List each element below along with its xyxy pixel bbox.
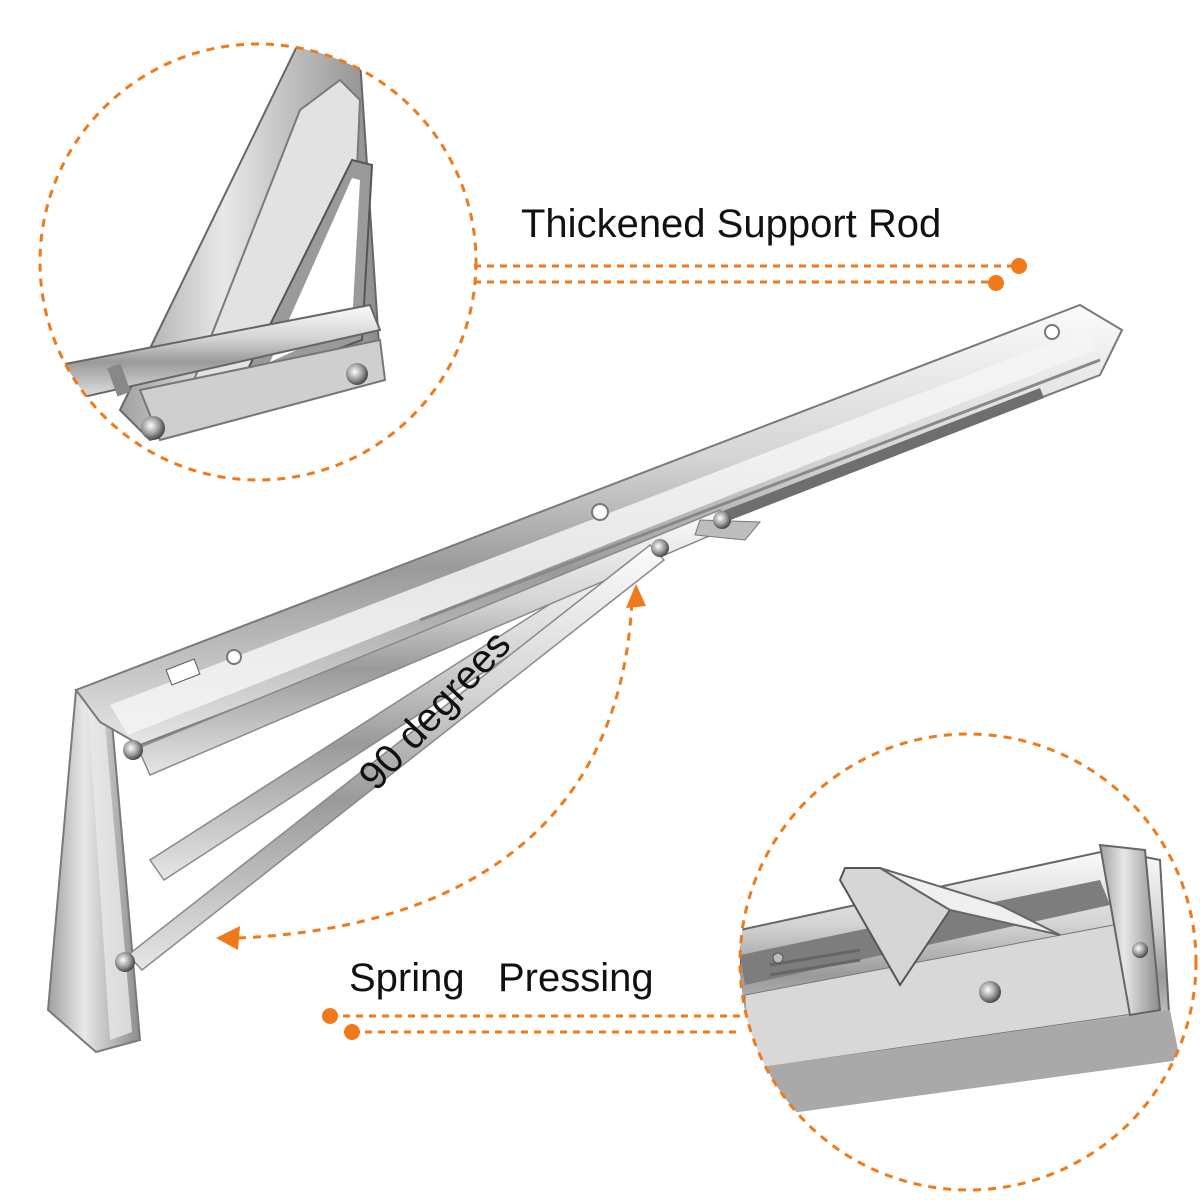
support-rod-detail [38, 42, 478, 482]
leader-dot [344, 1024, 360, 1040]
folding-bracket [46, 303, 1124, 1054]
support-rod-leader [474, 264, 1018, 284]
spring-pressing-detail [738, 732, 1198, 1192]
leader-dot [1011, 258, 1027, 274]
arrowhead-icon [216, 926, 240, 950]
detail-circle-bottom [738, 732, 1198, 1192]
spring-leader [330, 1014, 742, 1034]
support-rod-label: Thickened Support Rod [521, 202, 942, 246]
angle-arc [216, 584, 646, 950]
arrowhead-icon [626, 584, 646, 608]
spring-pressing-label: Spring Pressing [349, 956, 654, 1000]
leader-dot [988, 275, 1004, 291]
leader-dot [322, 1008, 338, 1024]
detail-circle-top [38, 42, 478, 482]
